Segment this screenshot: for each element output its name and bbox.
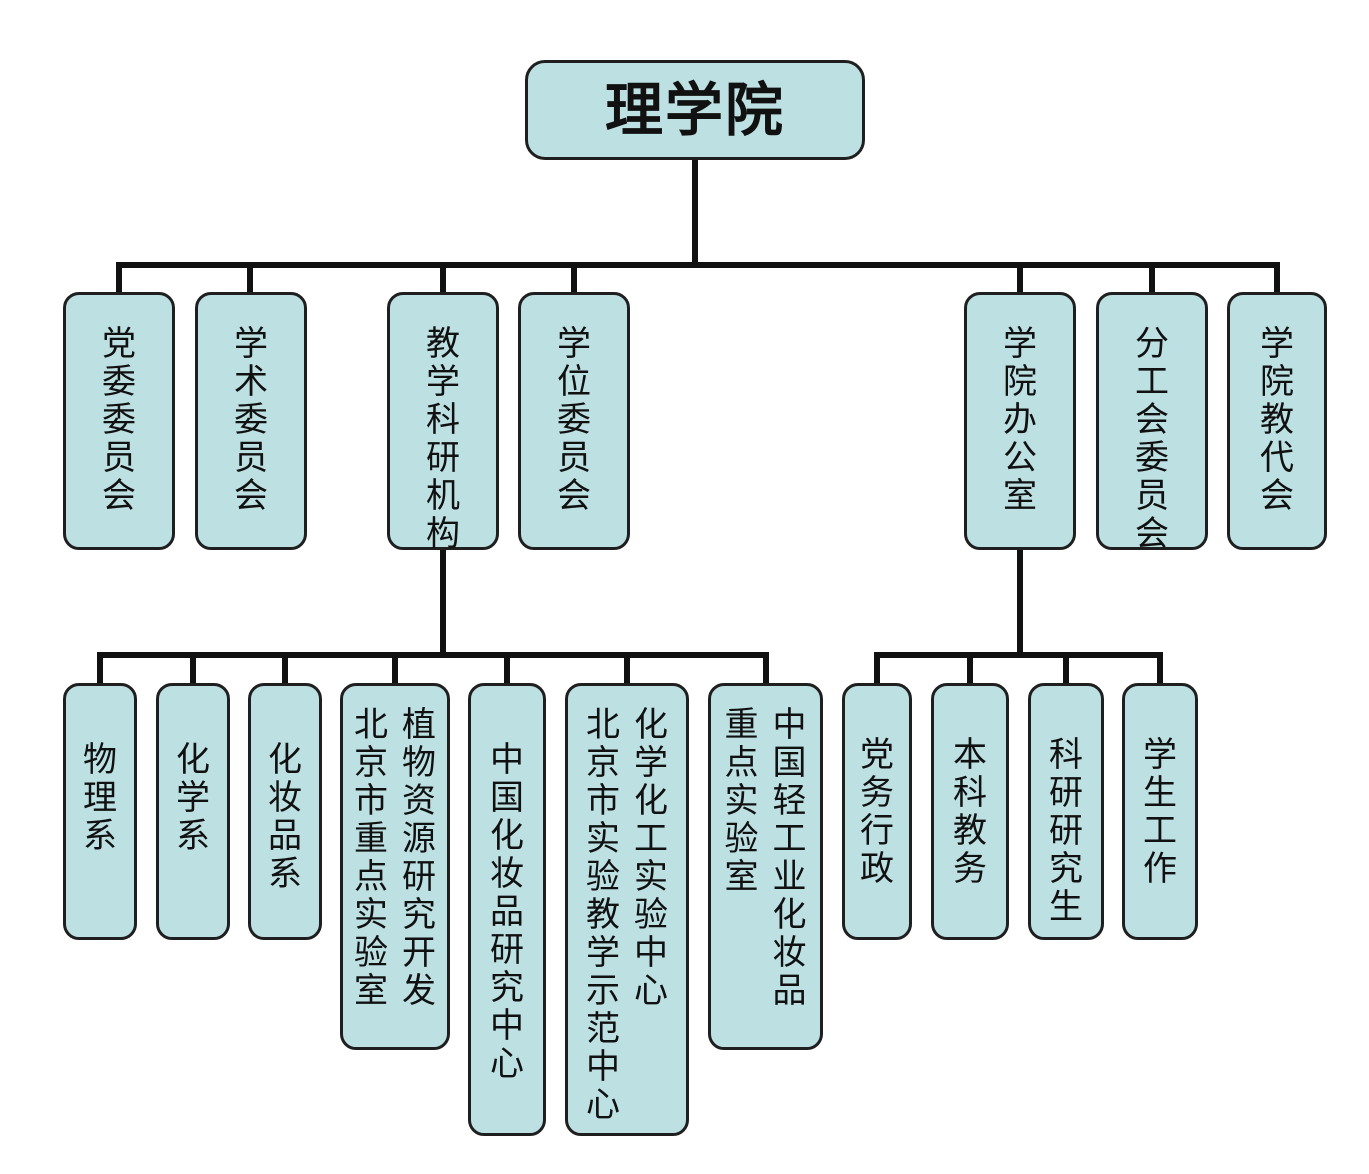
root-label: 理学院	[604, 76, 785, 144]
node-plant-lab: 植物资源研究开发 北京市重点实验室	[340, 683, 450, 1050]
node-label: 党委委员会	[102, 324, 136, 516]
node-label: 学院办公室	[1003, 324, 1037, 516]
node-party-committee: 党委委员会	[63, 292, 175, 550]
node-degree-committee: 学位委员会	[518, 292, 630, 550]
node-student-work: 学生工作	[1122, 683, 1198, 940]
node-party-admin: 党务行政	[842, 683, 912, 940]
node-label: 本科教务	[953, 735, 987, 889]
node-label-left: 北京市重点实验室	[354, 705, 388, 1011]
node-label: 分工会委员会	[1135, 324, 1169, 554]
node-college-office: 学院办公室	[964, 292, 1076, 550]
node-label: 党务行政	[860, 735, 894, 889]
node-teaching-research: 教学科研机构	[387, 292, 499, 554]
node-union-committee: 分工会委员会	[1096, 292, 1208, 554]
node-label: 学位委员会	[557, 324, 591, 516]
node-label: 教学科研机构	[426, 324, 460, 554]
node-label-right: 化学化工实验中心	[634, 705, 668, 1011]
node-label: 学术委员会	[234, 324, 268, 516]
node-label: 学院教代会	[1260, 324, 1294, 516]
node-label-left: 北京市实验教学示范中心	[586, 705, 620, 1125]
node-label: 化妆品系	[268, 740, 302, 894]
node-label: 科研研究生	[1049, 735, 1083, 927]
node-label-left: 重点实验室	[724, 705, 759, 897]
node-label: 化学系	[176, 740, 210, 856]
node-label-right: 植物资源研究开发	[402, 705, 436, 1011]
node-light-industry-lab: 中国轻工业化妆品 重点实验室	[708, 683, 823, 1050]
node-physics: 物理系	[63, 683, 137, 940]
node-label: 物理系	[83, 740, 117, 856]
node-academic-committee: 学术委员会	[195, 292, 307, 550]
node-chemistry: 化学系	[156, 683, 230, 940]
node-label: 学生工作	[1143, 735, 1177, 889]
node-staff-congress: 学院教代会	[1227, 292, 1327, 550]
node-label-right: 中国轻工业化妆品	[772, 705, 807, 1011]
node-cosmetics: 化妆品系	[248, 683, 322, 940]
node-label: 中国化妆品研究中心	[490, 740, 524, 1084]
node-research-grad: 科研研究生	[1028, 683, 1104, 940]
root-node: 理学院	[525, 60, 865, 160]
node-undergrad-affairs: 本科教务	[931, 683, 1009, 940]
node-demo-center: 化学化工实验中心 北京市实验教学示范中心	[565, 683, 689, 1136]
node-cosmetics-center: 中国化妆品研究中心	[468, 683, 546, 1136]
